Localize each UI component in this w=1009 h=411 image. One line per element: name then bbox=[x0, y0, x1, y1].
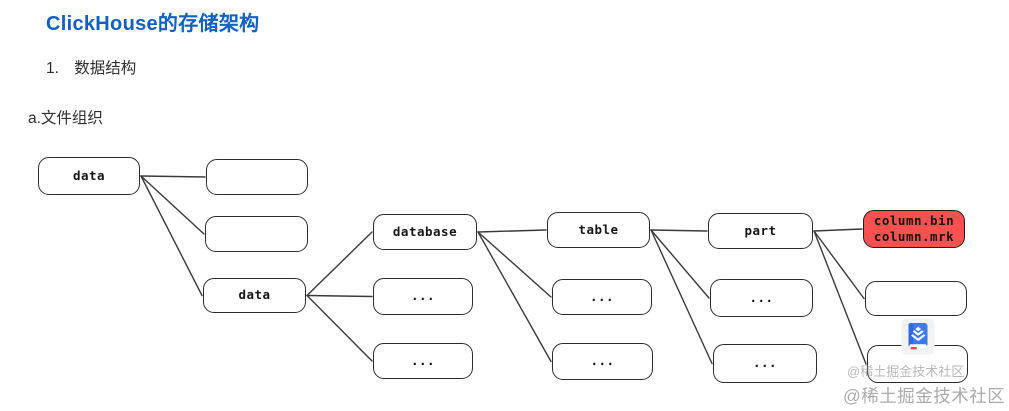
diagram-node-data-dir: data bbox=[203, 278, 306, 313]
list-item-number: 1. bbox=[46, 60, 59, 77]
juejin-book-icon bbox=[901, 318, 935, 355]
watermark-small: @稀土掘金技术社区 bbox=[847, 364, 965, 379]
diagram-node-database: database bbox=[373, 214, 477, 250]
diagram-node-part: part bbox=[708, 213, 813, 249]
diagram-node-table: table bbox=[547, 212, 650, 248]
diagram-node-part-child-2 bbox=[865, 281, 967, 316]
diagram-node-level2-mid bbox=[205, 216, 308, 252]
diagram-node-table-more-1: ... bbox=[552, 279, 652, 315]
diagram-node-part-more-1: ... bbox=[710, 279, 813, 317]
watermark-large: @稀土掘金技术社区 bbox=[843, 386, 1006, 406]
diagram-node-column-files: column.bin column.mrk bbox=[863, 210, 965, 248]
diagram-node-level2-top bbox=[206, 159, 308, 195]
page-title: ClickHouse的存储架构 bbox=[46, 13, 260, 35]
list-item-label: 数据结构 bbox=[74, 60, 137, 77]
diagram-node-table-more-2: ... bbox=[552, 343, 653, 380]
diagram-node-database-more-1: ... bbox=[373, 278, 473, 315]
section-label: a.文件组织 bbox=[28, 110, 103, 127]
diagram-node-data-root: data bbox=[38, 157, 140, 195]
diagram-node-part-more-2: ... bbox=[713, 344, 817, 383]
ordered-list-item: 1. 数据结构 bbox=[46, 56, 136, 78]
diagram-node-database-more-2: ... bbox=[373, 343, 473, 379]
